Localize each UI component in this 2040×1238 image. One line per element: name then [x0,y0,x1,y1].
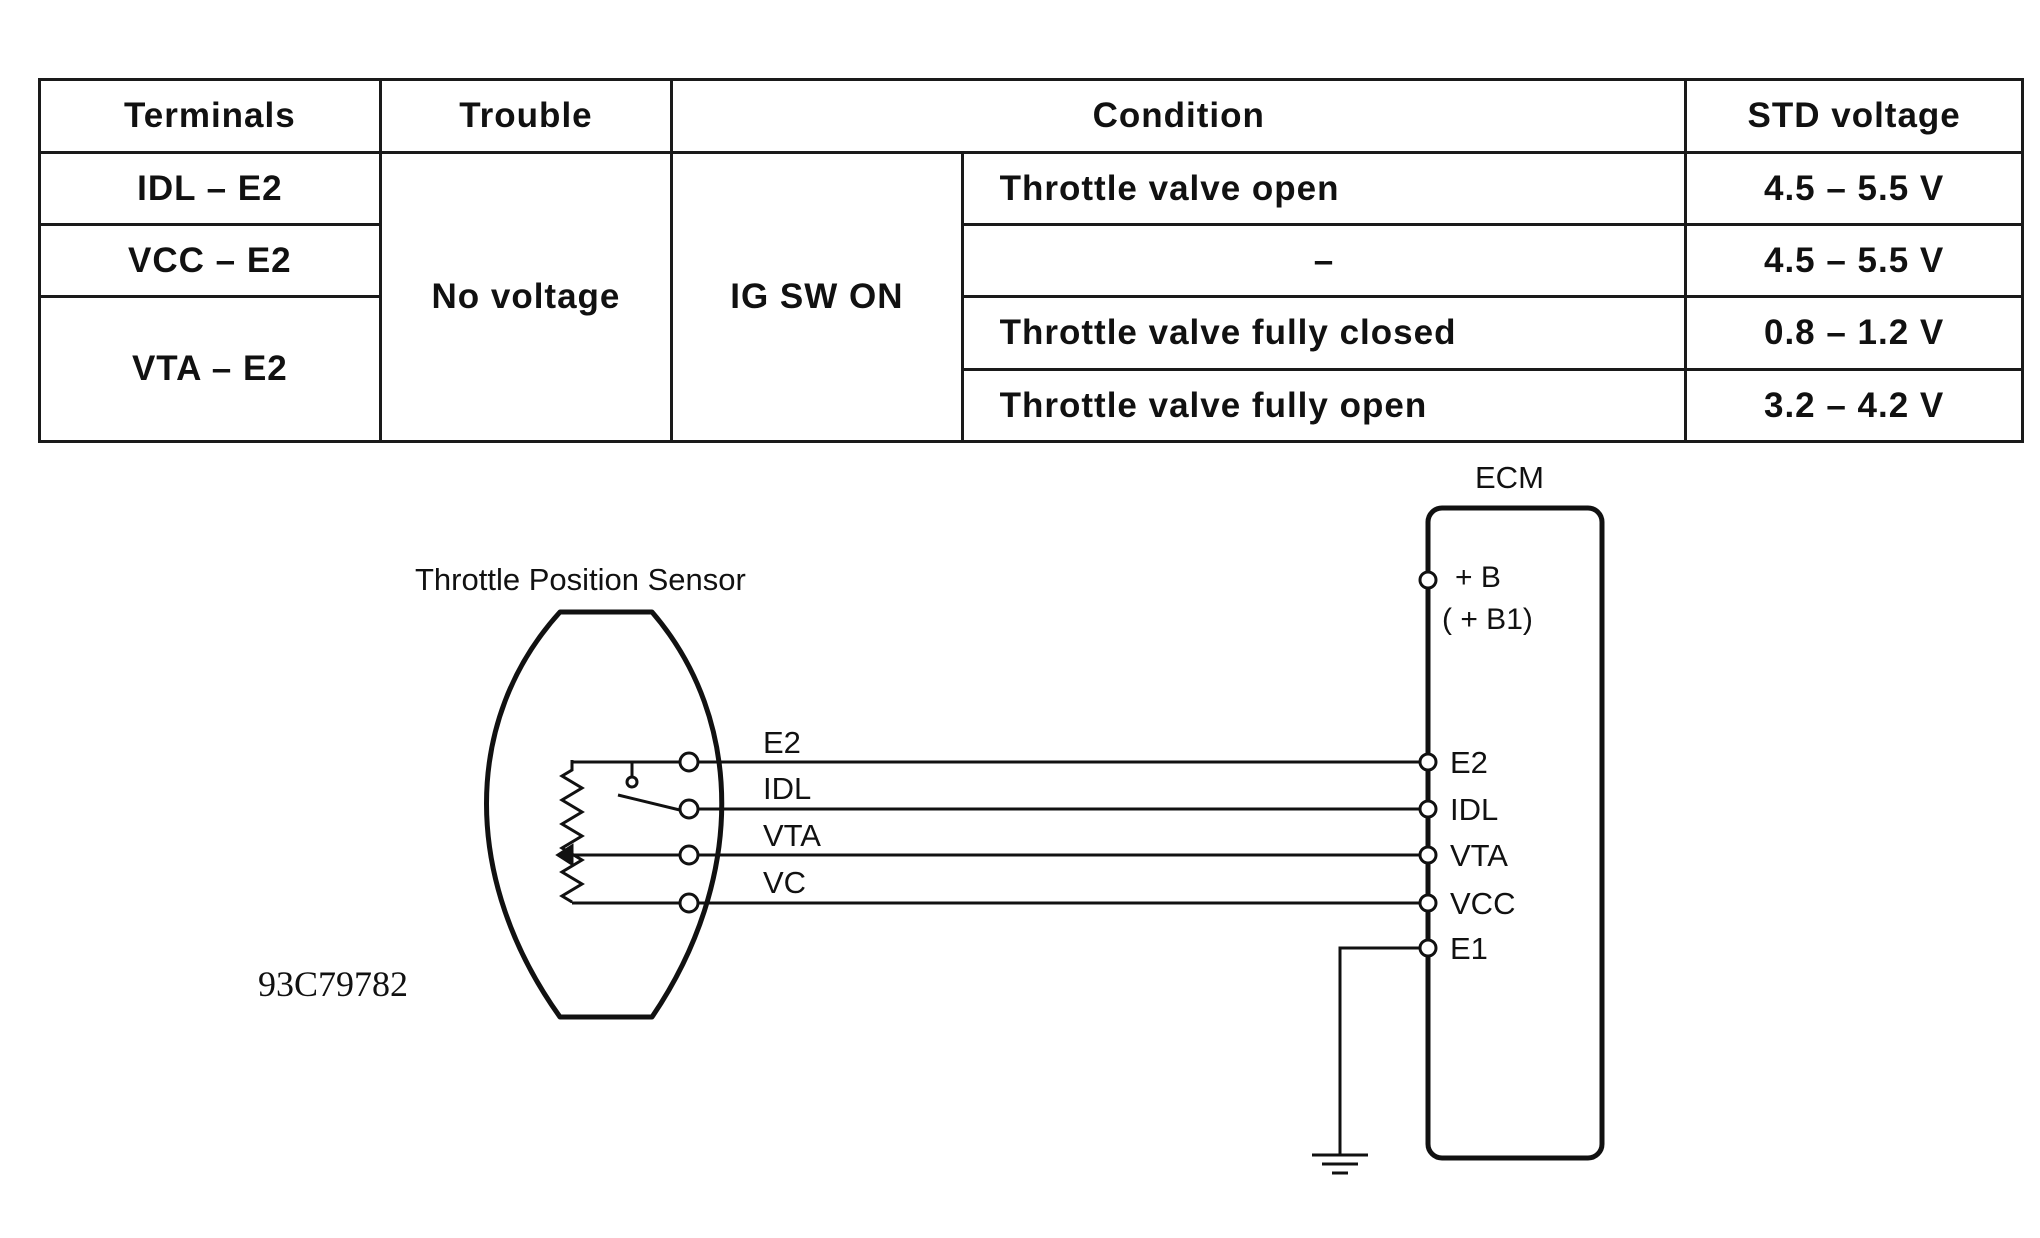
ecm-pin-vta: VTA [1450,838,1508,873]
ecm-title: ECM [1475,460,1544,495]
table-row: IDL – E2 No voltage IG SW ON Throttle va… [38,151,2024,443]
ecm-pin-e2: E2 [1450,745,1488,780]
figure-code: 93C79782 [258,964,408,1004]
header-terminals: Terminals [38,78,382,154]
ig-cell: IG SW ON [670,151,964,443]
voltage-cell: 0.8 – 1.2 V [1684,295,2024,371]
header-std-voltage: STD voltage [1684,78,2024,154]
sensor-pin-e2: E2 [763,725,801,760]
voltage-cell: 4.5 – 5.5 V [1684,151,2024,226]
condition-cell: Throttle valve fully closed [960,295,1688,371]
ecm-label-b: + B [1455,561,1501,594]
table-header-row: Terminals Trouble Condition STD voltage [38,78,2024,154]
terminal-cell: VTA – E2 [38,295,382,443]
sensor-pin-vc: VC [763,865,806,900]
condition-cell: – [960,223,1688,298]
table-row: VCC – E2 – 4.5 – 5.5 V [38,223,2024,298]
header-condition: Condition [670,78,1688,154]
sensor-internals [555,760,689,905]
sensor-pin-idl: IDL [763,771,811,806]
wires [689,760,1428,1175]
condition-cell: Throttle valve fully open [960,368,1688,443]
ecm-pin-e1: E1 [1450,931,1488,966]
ecm-pin-vcc: VCC [1450,886,1515,921]
spec-table: Terminals Trouble Condition STD voltage … [38,78,2024,443]
voltage-cell: 4.5 – 5.5 V [1684,223,2024,298]
sensor-pin-vta: VTA [763,818,821,853]
trouble-cell: No voltage [378,151,674,443]
sensor-housing [484,609,725,1020]
ecm-label-b1: ( + B1) [1442,603,1533,636]
table-row: Throttle valve fully open 3.2 – 4.2 V [40,368,2024,443]
condition-cell: Throttle valve open [960,151,1688,226]
ecm-box [1425,505,1605,1161]
header-trouble: Trouble [378,78,674,154]
table-row: VTA – E2 Throttle valve fully closed 0.8… [38,295,2024,443]
ecm-terminals [1418,570,1438,958]
voltage-cell: 3.2 – 4.2 V [1684,368,2024,443]
terminal-cell: VCC – E2 [38,223,382,298]
sensor-title: Throttle Position Sensor [415,562,746,597]
terminal-cell: IDL – E2 [38,151,382,226]
sensor-terminals [678,751,700,914]
ecm-pin-idl: IDL [1450,792,1498,827]
